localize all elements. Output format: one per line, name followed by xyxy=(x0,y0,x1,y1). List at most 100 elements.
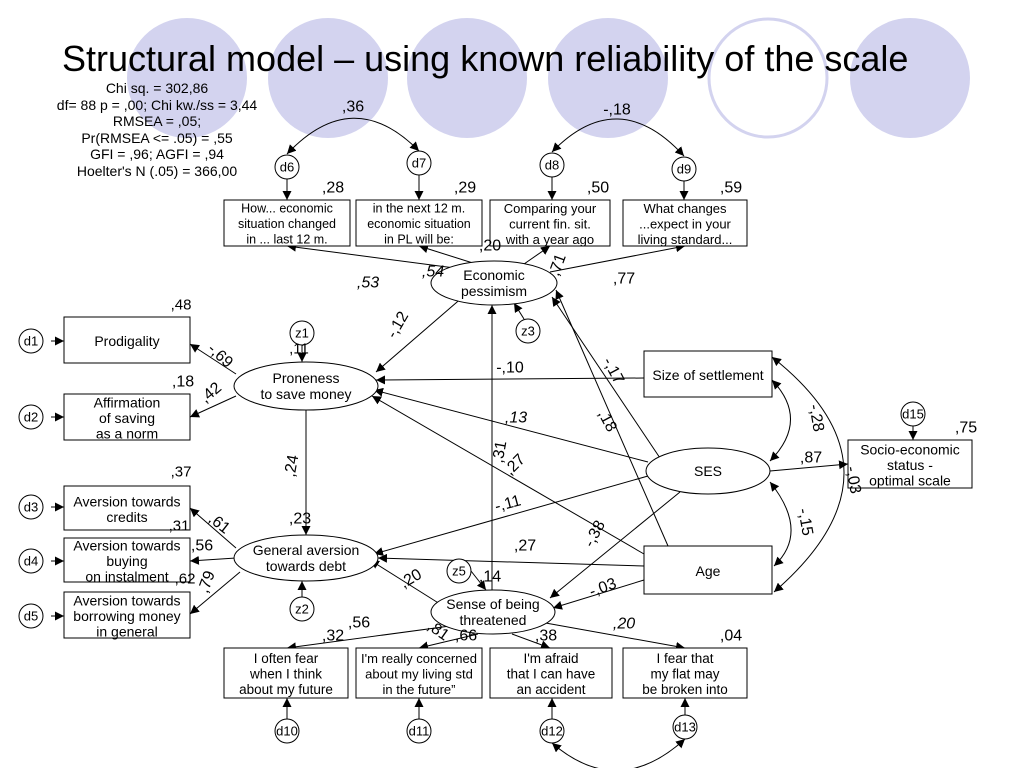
fit-df: df= 88 p = ,00; Chi kw./ss = 3,44 xyxy=(56,96,258,113)
observed-label-fear2: about my living std xyxy=(365,667,473,682)
observed-label-pess2: economic situation xyxy=(367,217,471,231)
coef-threat-econ: ,31 xyxy=(490,439,511,464)
decor-circle xyxy=(850,18,970,138)
observed-label-settlement: Size of settlement xyxy=(652,367,763,383)
observed-label-ses_scale: optimal scale xyxy=(869,473,951,489)
error-label-z3: z3 xyxy=(521,324,535,339)
cov-d6-d7 xyxy=(286,117,420,155)
path-threat-debt xyxy=(369,559,441,605)
path-age-threat xyxy=(552,579,645,610)
observed-label-pess2: in PL will be: xyxy=(384,233,454,247)
path-save-affirmation xyxy=(189,395,237,418)
r2-affirmation: ,18 xyxy=(172,374,194,391)
path-debt-credits xyxy=(189,507,237,549)
decor-circle xyxy=(127,18,247,138)
latent-ellipse-debt xyxy=(233,534,379,582)
path-debt-buying xyxy=(189,555,237,565)
observed-label-ses_scale: status - xyxy=(887,457,933,473)
observed-label-fear4: I fear that xyxy=(656,651,713,666)
observed-box-pess2 xyxy=(355,199,483,247)
fit-hoelter: Hoelter's N (.05) = 366,00 xyxy=(76,162,238,179)
coef-threat-fear1: ,56 xyxy=(348,615,370,632)
coef-debt-credits: ,61 xyxy=(205,510,233,537)
coef-ses-scale: ,87 xyxy=(800,450,822,467)
decor-circle xyxy=(268,18,388,138)
observed-label-pess1: How... economic xyxy=(241,202,333,216)
coef-ses-threat: -,38 xyxy=(581,518,609,550)
observed-box-pess3 xyxy=(489,199,611,247)
fit-rmsea: RMSEA = ,05; xyxy=(112,113,202,129)
coef-age-debt: ,27 xyxy=(514,538,536,555)
observed-label-pess4: ...expect in your xyxy=(639,217,731,232)
observed-label-buying: buying xyxy=(106,553,147,569)
path-econ-save xyxy=(375,295,465,373)
error-circle-d5 xyxy=(18,603,44,629)
observed-label-fear1: about my future xyxy=(239,682,333,697)
observed-label-pess1: in ... last 12 m. xyxy=(246,233,327,247)
observed-box-affirmation xyxy=(63,393,191,441)
path-age-save xyxy=(371,395,645,555)
fit-pclose: Pr(RMSEA <= .05) = ,55 xyxy=(81,129,233,146)
observed-label-credits: Aversion towards xyxy=(73,493,180,509)
error-circle-d11 xyxy=(406,718,432,744)
decor-circle xyxy=(407,18,527,138)
observed-box-settlement xyxy=(643,350,773,398)
error-label-z2: z2 xyxy=(295,602,309,617)
coef-threat-fear4: ,20 xyxy=(613,616,635,633)
r2-econ: ,20 xyxy=(479,238,501,255)
path-threat-fear4 xyxy=(539,621,686,651)
cov-label-d6-d7: ,36 xyxy=(342,99,364,116)
observed-label-fear3: that I can have xyxy=(507,667,596,682)
cov-label-ses-age: -,15 xyxy=(794,507,816,537)
error-label-d1: d1 xyxy=(24,334,38,349)
coef-ses-econ: -,17 xyxy=(599,355,627,387)
coef-econ-pess2: ,54 xyxy=(422,264,444,281)
observed-label-buying: Aversion towards xyxy=(73,538,180,554)
page-title: Structural model – using known reliabili… xyxy=(62,38,909,79)
coef-econ-save: -,12 xyxy=(384,309,413,341)
observed-box-buying xyxy=(63,537,191,583)
latent-label-debt: towards debt xyxy=(266,558,346,574)
r2-pess4: ,59 xyxy=(720,180,742,197)
error-label-d5: d5 xyxy=(24,609,38,624)
error-circle-d6 xyxy=(274,154,300,180)
observed-box-prodigality xyxy=(63,316,191,364)
path-ses-debt xyxy=(373,475,649,556)
r2-borrowing: ,62 xyxy=(175,571,196,588)
observed-label-pess4: What changes xyxy=(643,201,727,216)
path-econ-pess3 xyxy=(523,245,551,265)
coef-threat-debt: ,20 xyxy=(397,566,425,592)
r2-prodigality: ,48 xyxy=(171,297,192,314)
path-econ-pess1 xyxy=(286,242,471,271)
observed-label-fear3: I'm afraid xyxy=(523,651,578,666)
coef-econ-pess3: ,71 xyxy=(546,252,570,279)
path-econ-pess2 xyxy=(418,244,477,265)
coef-debt-buying: ,56 xyxy=(191,538,213,555)
latent-label-save: Proneness xyxy=(273,370,340,386)
r2-save: ,11 xyxy=(289,341,309,358)
path-age-econ xyxy=(555,289,669,547)
observed-box-ses_scale xyxy=(847,439,973,489)
path-age-debt xyxy=(377,553,645,567)
error-circle-d3 xyxy=(18,494,44,520)
error-circle-d10 xyxy=(274,718,300,744)
observed-label-age: Age xyxy=(696,563,721,579)
latent-label-econ: pessimism xyxy=(461,283,527,299)
error-label-z5: z5 xyxy=(452,564,466,579)
path-threat-fear3 xyxy=(511,633,551,650)
cov-ses-age xyxy=(769,481,792,567)
error-circle-d13 xyxy=(672,714,698,740)
error-label-d4: d4 xyxy=(24,554,38,569)
r2-fear3: ,38 xyxy=(535,628,557,645)
observed-box-pess4 xyxy=(622,199,748,247)
error-circle-z2 xyxy=(289,596,315,622)
decor-circle xyxy=(707,17,829,139)
r2-pess3: ,50 xyxy=(587,180,609,197)
error-circle-z3 xyxy=(515,318,541,344)
observed-box-fear4 xyxy=(622,647,748,699)
latent-label-save: to save money xyxy=(260,386,351,402)
error-label-d10: d10 xyxy=(276,724,298,739)
error-label-d2: d2 xyxy=(24,410,38,425)
